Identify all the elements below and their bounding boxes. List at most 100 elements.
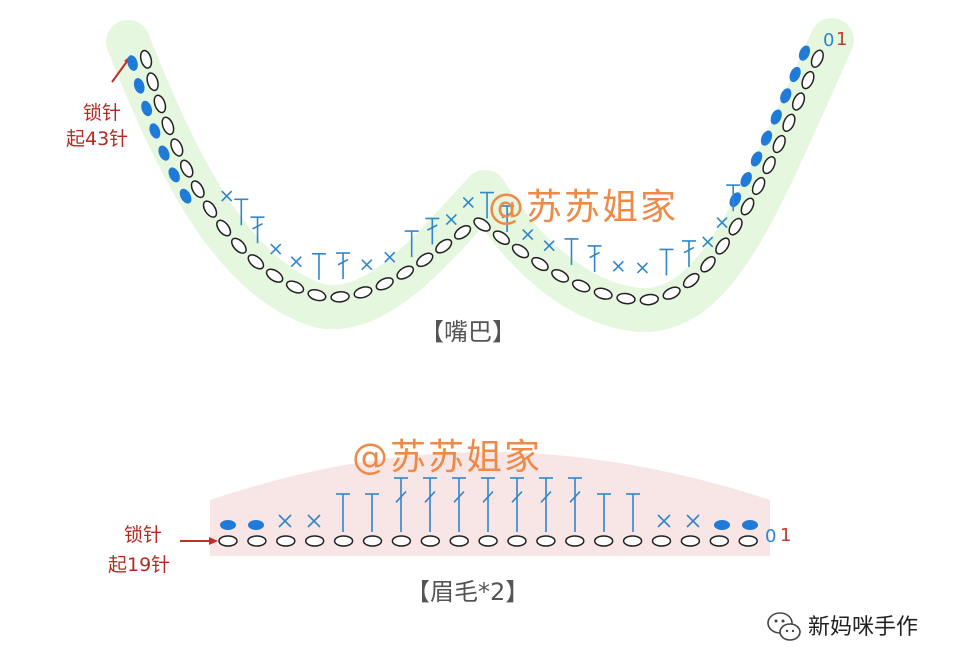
chain-stitch xyxy=(265,268,284,283)
half-double-crochet xyxy=(659,248,674,276)
chain-stitch xyxy=(492,230,511,246)
chain-stitch xyxy=(420,535,441,547)
chain-stitch xyxy=(565,535,585,547)
slip-stitch xyxy=(168,167,180,183)
chain-stitch xyxy=(230,237,247,254)
half-double-crochet xyxy=(626,493,640,532)
chain-stitch xyxy=(662,286,681,300)
chain-stitch xyxy=(682,272,700,289)
chain-stitch xyxy=(285,280,305,294)
single-crochet xyxy=(307,514,321,528)
slip-stitch xyxy=(789,66,801,83)
half-double-crochet xyxy=(726,184,741,212)
double-crochet xyxy=(510,477,524,532)
chain-stitch xyxy=(416,252,434,268)
double-crochet xyxy=(681,240,696,267)
chain-stitch xyxy=(362,535,383,547)
double-crochet xyxy=(250,216,265,244)
half-double-crochet xyxy=(311,252,326,280)
slip-stitch xyxy=(798,45,811,61)
slip-stitch xyxy=(127,55,138,71)
double-crochet xyxy=(394,477,408,532)
half-double-crochet xyxy=(365,493,379,532)
half-double-crochet xyxy=(480,191,495,219)
slip-stitch xyxy=(220,520,236,530)
eyebrow-highlight-area xyxy=(210,452,770,556)
mouth-stitches xyxy=(127,45,824,306)
chain-stitch xyxy=(507,535,527,547)
chain-stitch xyxy=(179,159,194,178)
chain-stitch xyxy=(161,116,175,136)
slip-stitch xyxy=(133,78,145,94)
slip-stitch xyxy=(750,151,763,167)
chain-stitch xyxy=(391,535,412,547)
chain-stitch xyxy=(740,197,755,216)
chain-stitch xyxy=(728,217,743,236)
chain-stitch xyxy=(791,92,806,111)
single-crochet xyxy=(612,260,624,272)
slip-stitch xyxy=(714,520,730,530)
slip-stitch xyxy=(729,192,742,208)
chain-stitch xyxy=(396,265,415,280)
slip-stitch xyxy=(780,88,792,104)
chain-stitch xyxy=(616,292,636,305)
chain-stitch xyxy=(511,243,530,259)
single-crochet xyxy=(270,243,282,255)
slip-stitch xyxy=(742,520,758,530)
chain-stitch xyxy=(738,535,758,547)
single-crochet xyxy=(716,216,728,229)
double-crochet xyxy=(481,477,495,532)
chain-stitch xyxy=(571,279,591,293)
chain-stitch xyxy=(751,176,766,196)
double-crochet xyxy=(336,252,351,280)
chain-stitch xyxy=(709,535,730,547)
chain-stitch xyxy=(762,155,776,175)
single-crochet xyxy=(543,240,555,252)
chain-stitch xyxy=(700,256,716,273)
single-crochet xyxy=(221,190,233,202)
chain-stitch xyxy=(170,138,184,157)
chain-stitch xyxy=(190,180,205,199)
slip-stitch xyxy=(770,109,782,125)
chain-stitch xyxy=(276,535,296,547)
chain-stitch xyxy=(153,94,167,114)
brand-name: 新妈咪手作 xyxy=(808,615,919,640)
slip-stitch xyxy=(179,188,192,204)
chain-stitch xyxy=(593,287,613,300)
wechat-icon xyxy=(767,612,801,641)
chain-stitch xyxy=(639,293,659,306)
half-double-crochet xyxy=(404,230,419,258)
chain-stitch xyxy=(375,277,394,291)
eyebrow-row-label-0: 0 xyxy=(765,526,777,547)
chain-stitch xyxy=(680,535,701,547)
single-crochet xyxy=(657,514,671,528)
slip-stitch xyxy=(760,130,773,146)
mouth-watermark: @苏苏姐家 xyxy=(488,187,679,228)
chain-stitch xyxy=(449,535,469,547)
single-crochet xyxy=(361,259,373,271)
mouth-row-label-0: 0 xyxy=(823,30,835,51)
mouth-caption: 【嘴巴】 xyxy=(420,318,516,346)
chain-stitch xyxy=(218,535,238,547)
single-crochet xyxy=(384,251,396,263)
single-crochet xyxy=(462,196,474,209)
slip-stitch xyxy=(248,520,264,530)
chain-stitch xyxy=(307,288,327,302)
chain-stitch xyxy=(772,134,786,154)
slip-stitch xyxy=(141,100,153,117)
single-crochet xyxy=(636,262,649,274)
double-crochet xyxy=(568,477,582,532)
chain-stitch xyxy=(247,535,267,547)
single-crochet xyxy=(445,214,457,226)
eyebrow-caption: 【眉毛*2】 xyxy=(406,578,530,606)
double-crochet xyxy=(452,477,466,532)
double-crochet xyxy=(423,477,437,532)
half-double-crochet xyxy=(597,493,611,532)
eyebrow-row-label-1: 1 xyxy=(780,525,792,546)
double-crochet xyxy=(587,245,602,272)
eyebrow-start-arrow xyxy=(180,537,218,545)
chain-stitch xyxy=(801,70,815,90)
half-double-crochet xyxy=(564,238,579,265)
single-crochet xyxy=(686,514,700,528)
